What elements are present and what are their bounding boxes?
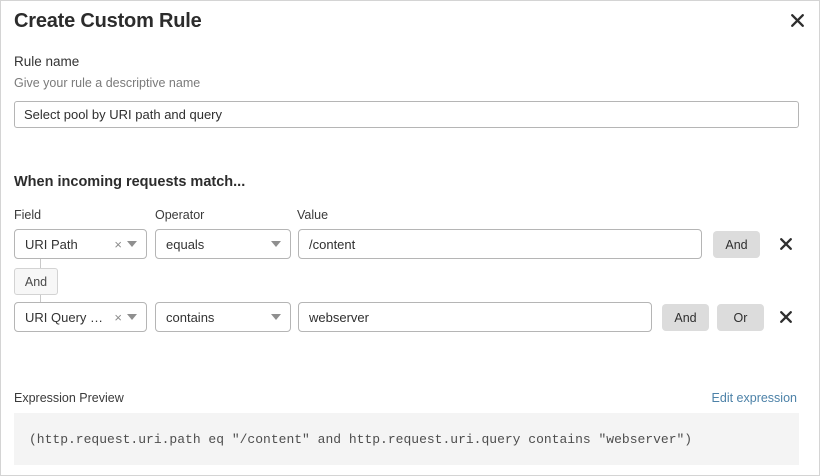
value-input-2[interactable] [298,302,652,332]
field-select-2-value: URI Query St... [25,309,112,325]
chevron-down-icon [127,314,137,320]
operator-select-1[interactable]: equals [155,229,291,259]
or-button-row-2[interactable]: Or [717,304,764,331]
expression-preview-box: (http.request.uri.path eq "/content" and… [14,413,799,465]
dialog-title: Create Custom Rule [14,10,202,32]
close-icon[interactable] [785,8,809,32]
expression-preview-label: Expression Preview [14,391,124,405]
column-header-operator: Operator [155,208,205,222]
close-icon-glyph [790,13,804,27]
connector-and-button[interactable]: And [14,268,58,295]
field-select-1[interactable]: URI Path × [14,229,147,259]
value-input-1[interactable] [298,229,702,259]
connector-line-bottom [40,295,41,304]
chevron-down-icon [271,241,281,247]
chevron-down-icon [127,241,137,247]
and-button-row-2[interactable]: And [662,304,709,331]
column-header-field: Field [14,208,42,222]
rule-name-input[interactable] [14,101,799,128]
close-icon [780,311,792,323]
expression-preview-text: (http.request.uri.path eq "/content" and… [29,431,693,447]
logic-connector: And [14,259,74,304]
column-header-value: Value [297,208,329,222]
delete-condition-row-2[interactable] [775,306,797,328]
operator-select-1-value: equals [166,236,205,252]
connector-line-top [40,259,41,269]
delete-condition-row-1[interactable] [775,233,797,255]
operator-select-2[interactable]: contains [155,302,291,332]
operator-select-2-value: contains [166,309,215,325]
rule-name-hint: Give your rule a descriptive name [14,76,201,90]
close-icon [780,238,792,250]
and-button-row-1[interactable]: And [713,231,760,258]
clear-icon[interactable]: × [114,309,122,325]
match-section-heading: When incoming requests match... [14,174,246,190]
clear-icon[interactable]: × [114,236,122,252]
edit-expression-link[interactable]: Edit expression [711,391,797,405]
chevron-down-icon [271,314,281,320]
rule-name-label: Rule name [14,54,80,69]
field-select-2[interactable]: URI Query St... × [14,302,147,332]
field-select-1-value: URI Path [25,236,78,252]
